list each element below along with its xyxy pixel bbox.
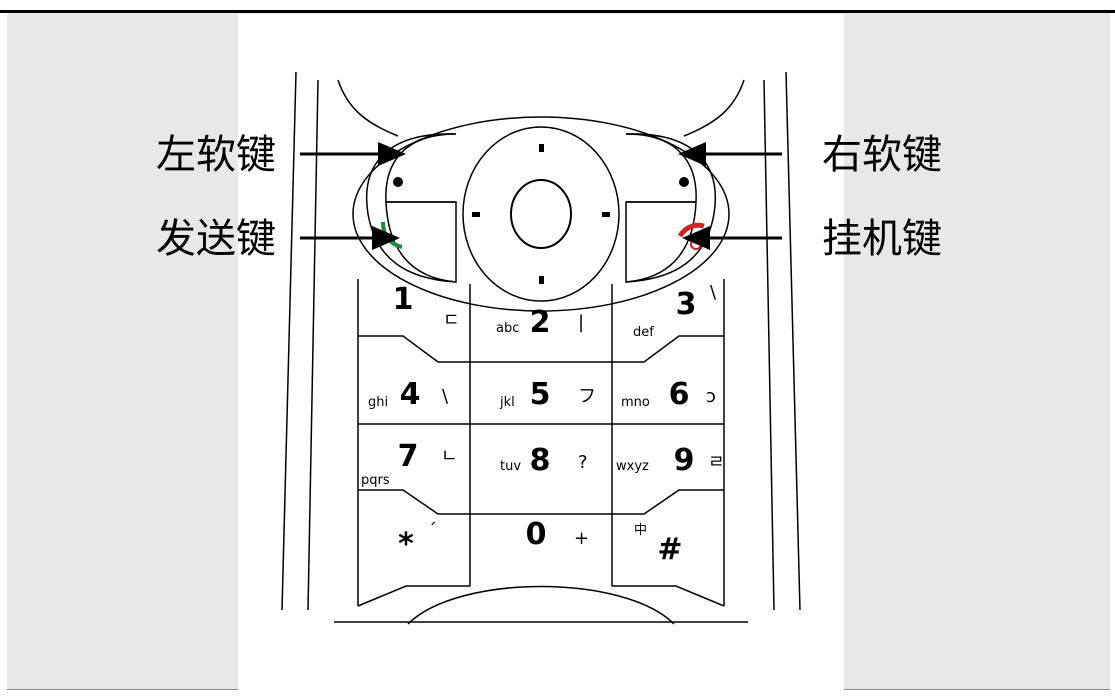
key-star[interactable]: *´ — [398, 520, 437, 562]
key-letters: mno — [621, 395, 650, 410]
nav-cluster-outline — [352, 116, 730, 312]
key-letters: 中 — [634, 523, 647, 538]
key-letters: ghi — [368, 395, 388, 410]
end-phone-icon — [677, 222, 705, 238]
key-digit: 6 — [669, 377, 690, 412]
key-3[interactable]: def 3 \ — [633, 282, 717, 340]
right-soft-key-dot — [679, 177, 689, 187]
key-letters: wxyz — [616, 459, 649, 474]
key-secondary-symbol: ㄴ — [441, 446, 458, 467]
key-7[interactable]: pqrs 7 ㄴ — [361, 439, 458, 488]
key-5[interactable]: jkl 5 フ — [499, 377, 596, 412]
key-secondary-symbol: \ — [442, 386, 449, 407]
key-digit: 9 — [674, 443, 695, 478]
key-secondary-symbol: | — [578, 312, 584, 333]
right-key-group — [625, 133, 716, 283]
callout-send-key: 发送键 — [156, 216, 276, 262]
key-4[interactable]: ghi 4 \ — [368, 377, 449, 412]
send-key-arrow — [372, 226, 400, 250]
key-secondary-symbol: \ — [710, 282, 717, 303]
end-key[interactable] — [625, 201, 697, 283]
key-2[interactable]: abc 2 | — [496, 305, 584, 340]
key-secondary-symbol: ㄹ — [708, 452, 725, 473]
key-letters: tuv — [500, 459, 521, 474]
callout-right-soft-key: 右软键 — [822, 132, 942, 178]
phone-body-right-edge — [785, 71, 801, 611]
key-letters: def — [633, 325, 654, 340]
key-secondary-symbol: ? — [578, 452, 588, 473]
callout-left-soft-key: 左软键 — [156, 132, 276, 178]
key-1[interactable]: 1ㄷ — [393, 282, 460, 331]
key-digit: 4 — [400, 377, 421, 412]
key-secondary-symbol: ㄷ — [443, 310, 460, 331]
top-rule — [0, 10, 1115, 13]
key-digit: 3 — [676, 287, 697, 322]
left-soft-key-dot — [393, 177, 403, 187]
key-digit: 2 — [530, 305, 551, 340]
key-digit: # — [657, 532, 682, 567]
nav-ring[interactable] — [462, 126, 620, 302]
left-key-group — [366, 133, 457, 283]
left-soft-key[interactable] — [385, 133, 457, 203]
key-8[interactable]: tuv 8? — [500, 443, 588, 478]
right-soft-key[interactable] — [625, 133, 697, 203]
key-secondary-symbol: ɔ — [706, 386, 716, 407]
phone-body-left-inner-edge — [307, 79, 319, 611]
right-soft-key-arrow — [678, 142, 706, 166]
key-secondary-symbol: フ — [578, 386, 596, 407]
phone-body-left-edge — [281, 71, 297, 611]
center-select-key[interactable] — [510, 179, 572, 249]
left-soft-key-arrow — [378, 142, 406, 166]
key-digit: 8 — [530, 443, 551, 478]
key-digit: * — [398, 527, 414, 562]
key-letters: abc — [496, 321, 519, 336]
key-secondary-symbol: + — [574, 528, 589, 549]
end-key-arrow — [682, 226, 710, 250]
key-0[interactable]: 0+ — [526, 517, 590, 552]
key-letters: pqrs — [361, 473, 390, 488]
key-digit: 7 — [398, 439, 419, 474]
callout-end-key: 挂机键 — [822, 216, 942, 262]
key-secondary-symbol: ´ — [428, 520, 437, 541]
key-digit: 5 — [530, 377, 551, 412]
key-digit: 1 — [393, 282, 414, 317]
send-key[interactable] — [385, 201, 457, 283]
key-hash[interactable]: 中# — [634, 523, 683, 567]
key-letters: jkl — [499, 395, 515, 410]
phone-body-right-inner-edge — [763, 79, 775, 611]
key-digit: 0 — [526, 517, 547, 552]
